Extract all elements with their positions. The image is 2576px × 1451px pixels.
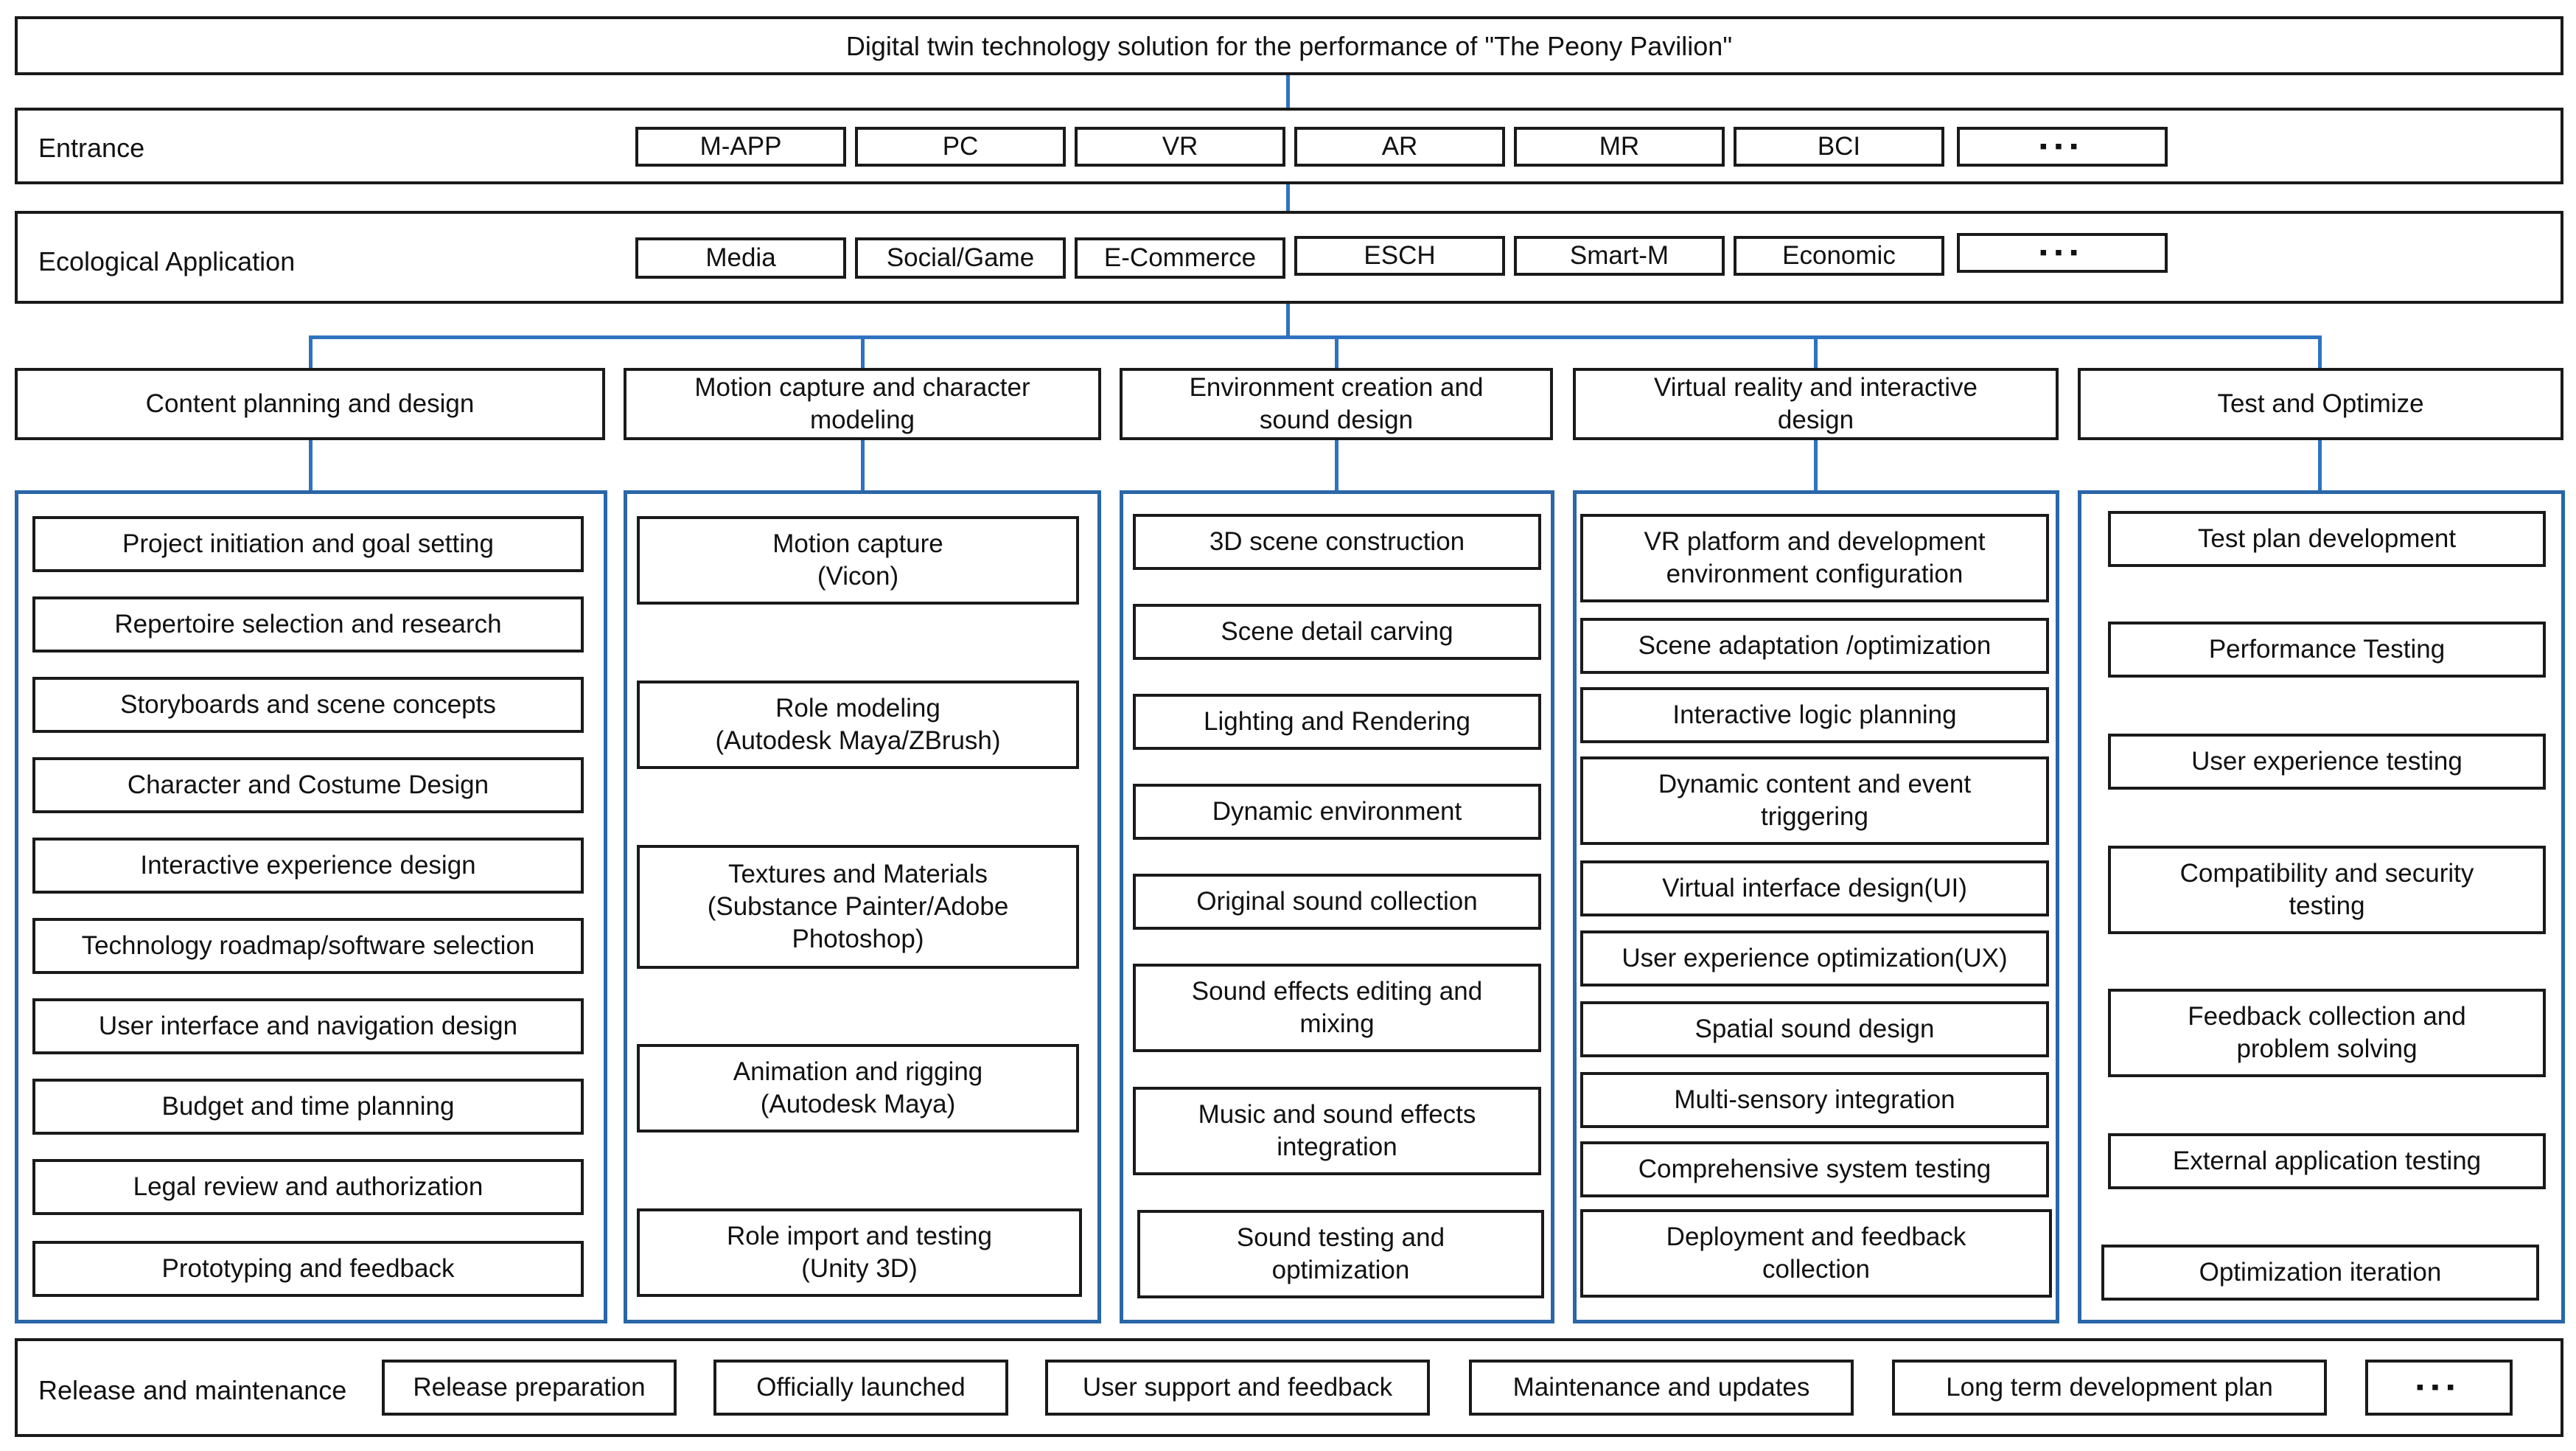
- ecological-item: Media: [635, 237, 846, 279]
- ecological-item: ESCH: [1294, 236, 1505, 276]
- release-item: Release preparation: [382, 1360, 677, 1416]
- release-label: Release and maintenance: [38, 1375, 347, 1405]
- vr-interactive-item: User experience optimization(UX): [1580, 930, 2049, 987]
- release-item: Officially launched: [713, 1360, 1008, 1416]
- entrance-label: Entrance: [38, 133, 145, 163]
- vr-interactive-item: Interactive logic planning: [1580, 687, 2049, 743]
- entrance-item: M-APP: [635, 127, 846, 167]
- entrance-item: BCI: [1734, 127, 1944, 167]
- vr-interactive-item: Deployment and feedback collection: [1580, 1209, 2052, 1298]
- vr-interactive-item: Scene adaptation /optimization: [1580, 618, 2049, 674]
- test-optimize-item: Feedback collection and problem solving: [2108, 989, 2546, 1077]
- entrance-band: Entrance: [15, 108, 2563, 184]
- ecological-more-icon: ▪▪▪: [1957, 233, 2168, 273]
- motion-capture-item: Animation and rigging (Autodesk Maya): [637, 1044, 1079, 1132]
- connector-col5: [2318, 335, 2322, 368]
- entrance-item: PC: [855, 127, 1066, 167]
- column-header-vr-interactive: Virtual reality and interactive design: [1573, 368, 2059, 440]
- connector-ecological-branch: [1286, 304, 1290, 338]
- ecological-band: Ecological Application: [15, 211, 2563, 304]
- motion-capture-item: Role import and testing (Unity 3D): [637, 1208, 1082, 1297]
- content-planning-item: Interactive experience design: [32, 838, 584, 894]
- content-planning-item: User interface and navigation design: [32, 998, 584, 1054]
- test-optimize-item: User experience testing: [2108, 734, 2546, 790]
- motion-capture-item: Role modeling (Autodesk Maya/ZBrush): [637, 681, 1079, 769]
- ecological-item: E-Commerce: [1075, 237, 1285, 279]
- test-optimize-item: Optimization iteration: [2101, 1245, 2539, 1301]
- connector-horizontal-branch: [309, 335, 2322, 339]
- connector-panel2: [861, 440, 865, 490]
- column-header-motion-capture: Motion capture and character modeling: [624, 368, 1101, 440]
- column-header-test-optimize: Test and Optimize: [2078, 368, 2563, 440]
- connector-panel3: [1335, 440, 1338, 490]
- environment-item: Sound effects editing and mixing: [1133, 964, 1541, 1052]
- ecological-item: Social/Game: [855, 237, 1066, 279]
- test-optimize-item: Test plan development: [2108, 511, 2546, 567]
- motion-capture-item: Motion capture (Vicon): [637, 516, 1079, 605]
- release-item: Long term development plan: [1892, 1360, 2327, 1416]
- connector-entrance-ecological: [1286, 184, 1290, 211]
- connector-col4: [1814, 335, 1818, 368]
- environment-item: Lighting and Rendering: [1133, 694, 1541, 750]
- entrance-item: VR: [1075, 127, 1285, 167]
- column-header-environment: Environment creation and sound design: [1120, 368, 1553, 440]
- connector-title-entrance: [1286, 75, 1290, 108]
- content-planning-item: Storyboards and scene concepts: [32, 677, 584, 733]
- content-planning-item: Legal review and authorization: [32, 1159, 584, 1215]
- release-more-icon: ▪▪▪: [2365, 1360, 2513, 1416]
- column-header-content-planning: Content planning and design: [15, 368, 605, 440]
- connector-panel1: [309, 440, 313, 490]
- connector-col1: [309, 335, 313, 368]
- connector-panel5: [2318, 440, 2322, 490]
- content-planning-item: Budget and time planning: [32, 1079, 584, 1135]
- ecological-label: Ecological Application: [38, 246, 296, 276]
- vr-interactive-item: VR platform and development environment …: [1580, 514, 2049, 602]
- release-item: Maintenance and updates: [1469, 1360, 1854, 1416]
- entrance-more-icon: ▪▪▪: [1957, 127, 2168, 167]
- connector-col3: [1335, 335, 1338, 368]
- entrance-item: AR: [1294, 127, 1505, 167]
- environment-item: Sound testing and optimization: [1137, 1210, 1544, 1298]
- environment-item: Original sound collection: [1133, 874, 1541, 930]
- vr-interactive-item: Virtual interface design(UI): [1580, 860, 2049, 916]
- vr-interactive-item: Multi-sensory integration: [1580, 1072, 2049, 1128]
- content-planning-item: Character and Costume Design: [32, 757, 584, 813]
- entrance-item: MR: [1514, 127, 1725, 167]
- ecological-item: Smart-M: [1514, 236, 1725, 276]
- environment-item: Music and sound effects integration: [1133, 1087, 1541, 1175]
- test-optimize-item: Performance Testing: [2108, 622, 2546, 678]
- vr-interactive-item: Dynamic content and event triggering: [1580, 756, 2049, 845]
- diagram-title: Digital twin technology solution for the…: [15, 16, 2563, 75]
- test-optimize-item: External application testing: [2108, 1133, 2546, 1189]
- environment-item: Scene detail carving: [1133, 604, 1541, 660]
- release-item: User support and feedback: [1045, 1360, 1430, 1416]
- content-planning-item: Project initiation and goal setting: [32, 516, 584, 572]
- ecological-item: Economic: [1734, 236, 1944, 276]
- content-planning-item: Technology roadmap/software selection: [32, 918, 584, 974]
- vr-interactive-item: Comprehensive system testing: [1580, 1141, 2049, 1197]
- connector-col2: [861, 335, 865, 368]
- motion-capture-item: Textures and Materials (Substance Painte…: [637, 845, 1079, 969]
- content-planning-item: Prototyping and feedback: [32, 1241, 584, 1297]
- environment-item: 3D scene construction: [1133, 514, 1541, 570]
- test-optimize-item: Compatibility and security testing: [2108, 846, 2546, 934]
- connector-panel4: [1814, 440, 1818, 490]
- vr-interactive-item: Spatial sound design: [1580, 1001, 2049, 1057]
- content-planning-item: Repertoire selection and research: [32, 596, 584, 653]
- environment-item: Dynamic environment: [1133, 784, 1541, 840]
